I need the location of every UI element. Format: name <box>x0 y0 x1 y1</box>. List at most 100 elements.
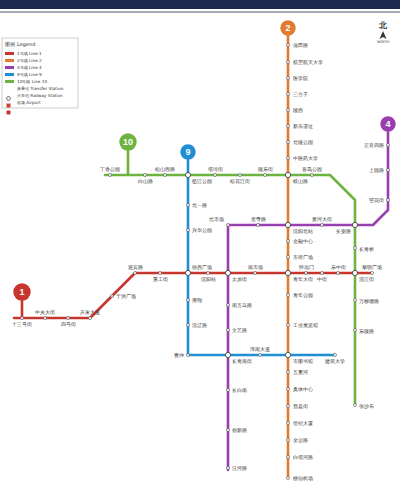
station-dots <box>21 44 390 480</box>
transfer-station-dot <box>185 270 190 275</box>
station-dot <box>187 299 190 302</box>
line-number: 1 <box>13 283 31 301</box>
station-dot <box>214 174 217 177</box>
station-label: 怀远门 <box>299 264 314 270</box>
station-label: 重工街 <box>153 276 168 282</box>
line-number: 4 <box>380 116 396 132</box>
station-dot <box>287 371 290 374</box>
legend-swatch <box>5 80 14 83</box>
station-dot <box>287 456 290 459</box>
transfer-symbol <box>7 97 11 101</box>
line-4-track <box>228 132 388 470</box>
station-dot <box>187 354 190 357</box>
badge-fill <box>180 144 195 159</box>
line-badge: 9 <box>180 144 196 160</box>
station-dot <box>207 272 210 275</box>
station-dot <box>287 256 290 259</box>
legend-text: 1号线 Line 1 <box>17 51 42 56</box>
station-label: 皇寺路 <box>251 216 266 222</box>
station-dot <box>354 404 357 407</box>
station-label: 全运路 <box>293 437 308 443</box>
station-dot <box>159 272 162 275</box>
station-label: 曹仲 <box>174 352 184 358</box>
station-label: 新乐遗址 <box>293 123 313 129</box>
station-dot <box>239 174 242 177</box>
station-label: 医学院 <box>293 75 308 81</box>
station-dot <box>187 229 190 232</box>
legend-text: 火车站 Railway Station <box>17 93 63 98</box>
station-label: 营盘街 <box>293 403 308 409</box>
transfer-station-dot <box>185 172 190 177</box>
station-label: 塔湾街 <box>208 166 223 172</box>
metro-lines <box>14 36 388 478</box>
station-dot <box>287 294 290 297</box>
station-label: 岐山路 <box>293 178 308 184</box>
station-dot <box>321 224 324 227</box>
railway-symbol <box>7 104 11 108</box>
station-dot <box>287 77 290 80</box>
station-dot <box>44 317 47 320</box>
legend-title: Legend <box>17 41 35 47</box>
station-dot <box>227 304 230 307</box>
station-dot <box>287 477 290 480</box>
station-label: 沈阳站 <box>201 276 216 282</box>
station-label: 创新路 <box>232 427 247 433</box>
line-badge: 10 <box>119 133 137 151</box>
station-label: 北陵公园 <box>293 139 313 145</box>
station-dot <box>287 405 290 408</box>
station-dot <box>311 174 314 177</box>
legend-swatch <box>5 59 14 62</box>
line-number: 2 <box>280 20 296 36</box>
station-dot <box>187 324 190 327</box>
station-dot <box>144 174 147 177</box>
station-label: 长安路 <box>336 228 351 234</box>
airport-symbol <box>7 111 11 115</box>
station-dot <box>354 299 357 302</box>
station-label: 中医药大学 <box>293 155 318 161</box>
station-label: 白塔河路 <box>293 454 313 460</box>
station-label: 松花江街 <box>230 178 250 184</box>
station-dot <box>354 329 357 332</box>
legend-symbol-shape <box>6 96 11 101</box>
station-dot <box>89 317 92 320</box>
station-dot <box>321 272 324 275</box>
legend-text: 换乘站 Transfer Station <box>17 86 63 91</box>
north-label: 北 <box>379 21 387 30</box>
line-9-track <box>188 160 335 355</box>
station-dot <box>111 295 114 298</box>
station-label: 上园路 <box>369 167 384 173</box>
station-dot <box>67 317 70 320</box>
station-dot <box>187 204 190 207</box>
transfer-station-dot <box>285 270 290 275</box>
station-dot <box>254 272 257 275</box>
station-label: 东中街 <box>331 264 346 270</box>
station-label: 十三号街 <box>12 321 32 327</box>
station-dot <box>287 324 290 327</box>
station-label: 东陵路 <box>359 328 374 334</box>
station-label: 长青南街 <box>232 358 252 364</box>
north-label: NORTH <box>377 40 389 45</box>
station-label: 滑翔 <box>192 297 202 303</box>
station-label: 青年公园 <box>293 292 313 298</box>
line-2-track <box>287 36 290 478</box>
station-dot <box>227 389 230 392</box>
legend-swatch <box>5 73 14 76</box>
station-dot <box>287 93 290 96</box>
legend-swatch <box>5 52 14 55</box>
station-dot <box>287 240 290 243</box>
station-dot <box>227 467 230 470</box>
station-label: 望花街 <box>369 197 384 203</box>
station-label: 北市场 <box>209 216 224 222</box>
station-label: 白山路 <box>138 178 153 184</box>
legend-swatch <box>5 66 14 69</box>
station-label: 工业展览馆 <box>293 322 318 328</box>
badge-fill <box>380 116 395 131</box>
station-label: 万柳塘路 <box>359 298 379 304</box>
badge-fill <box>119 133 136 150</box>
legend-text: 4号线 Line 4 <box>17 65 42 70</box>
station-label: 三台子 <box>293 91 308 97</box>
station-label: 四号街 <box>61 321 76 327</box>
station-dot <box>387 144 390 147</box>
station-dot <box>259 354 262 357</box>
